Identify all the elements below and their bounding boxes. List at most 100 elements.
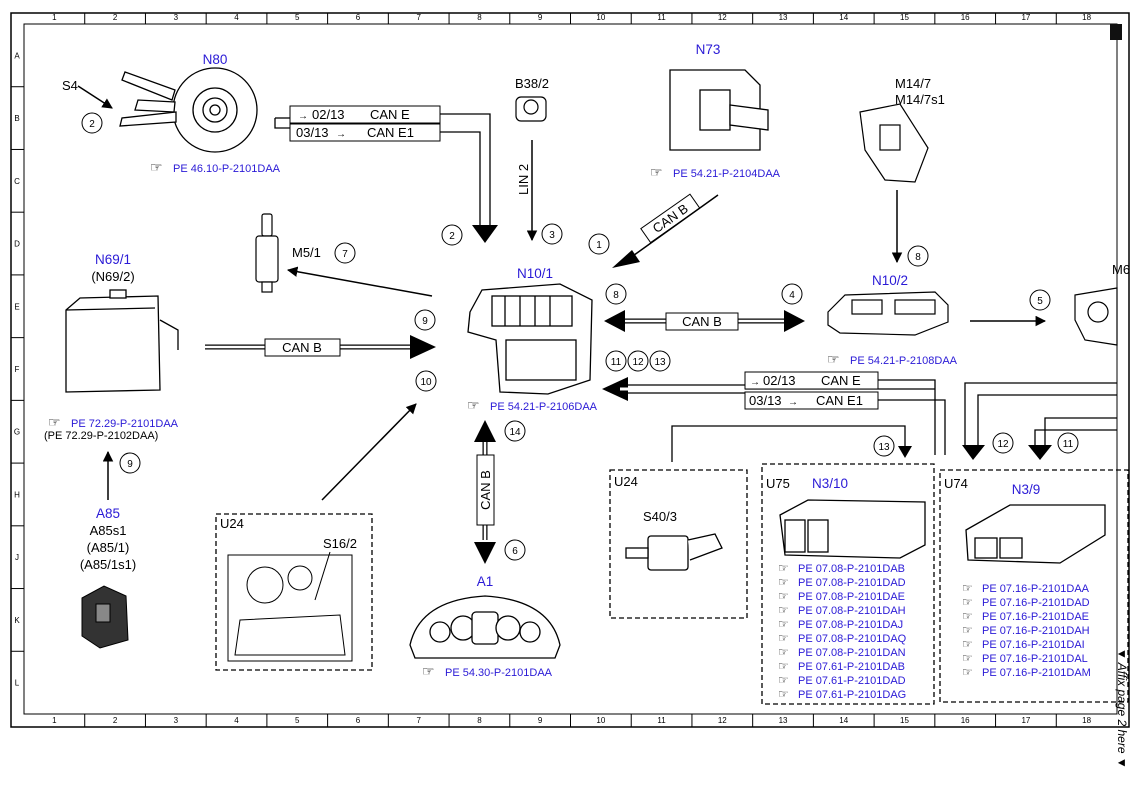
a85s1-label: A85s1	[90, 523, 127, 538]
n3-10-ref-list: ☞PE 07.08-P-2101DAB☞PE 07.08-P-2101DAD☞P…	[778, 561, 907, 701]
svg-text:13: 13	[878, 442, 890, 453]
grid-col-2-top: 2	[113, 13, 118, 22]
callout-5: 5	[1029, 289, 1051, 311]
m6-label: M6	[1112, 262, 1130, 277]
grid-row-H: H	[14, 490, 20, 499]
a1-ref: PE 54.30-P-2101DAA	[445, 667, 553, 679]
ref-hand-icon: ☞	[962, 581, 973, 595]
grid-row-K: K	[14, 616, 20, 625]
grid-col-6-bottom: 6	[356, 716, 361, 725]
u75-box	[761, 463, 935, 705]
n73-label: N73	[696, 42, 721, 57]
actuator-m5-1-icon	[255, 213, 279, 293]
grid-col-8-top: 8	[477, 13, 482, 22]
door-lock-icon	[81, 585, 129, 649]
svg-text:1: 1	[596, 240, 602, 251]
grid-rulers: 1122334455667788991010111112121313141415…	[11, 13, 1092, 727]
ref-item: PE 07.08-P-2101DAN	[798, 647, 906, 659]
ref-hand-icon: ☞	[778, 575, 789, 589]
callout-6: 6	[504, 539, 526, 561]
ref-item: PE 07.16-P-2101DAE	[982, 611, 1089, 623]
grid-col-6-top: 6	[356, 13, 361, 22]
grid-row-E: E	[14, 302, 19, 311]
can-e-top: CAN E	[370, 107, 410, 122]
grid-col-16-bottom: 16	[961, 716, 970, 725]
a85-label: A85	[96, 506, 120, 521]
grid-col-13-bottom: 13	[779, 716, 788, 725]
ref-item: PE 07.08-P-2101DAD	[798, 577, 906, 589]
grid-col-5-top: 5	[295, 13, 300, 22]
grid-row-F: F	[15, 365, 20, 374]
callout-11b: 11	[1057, 432, 1079, 454]
n69-1-ref: PE 72.29-P-2101DAA	[71, 418, 179, 430]
grid-col-7-top: 7	[416, 13, 421, 22]
s16-2-label: S16/2	[323, 536, 357, 551]
callout-9b: 9	[119, 452, 141, 474]
ref-hand-icon: ☞	[650, 164, 663, 180]
grid-col-4-top: 4	[234, 13, 239, 22]
ignition-switch-icon	[669, 69, 769, 151]
ref-item: PE 07.16-P-2101DAD	[982, 597, 1090, 609]
b38-2-label: B38/2	[515, 76, 549, 91]
svg-text:9: 9	[422, 316, 428, 327]
ref-hand-icon: ☞	[48, 414, 61, 430]
can-e1-top: CAN E1	[367, 125, 414, 140]
arrow-small-icon: →	[336, 129, 346, 140]
a85-1s1-label: (A85/1s1)	[80, 557, 136, 572]
can-e1-right: CAN E1	[816, 393, 863, 408]
steering-column-switch-icon	[119, 67, 258, 153]
lin2-label: LIN 2	[516, 164, 531, 195]
callout-12a: 12	[627, 350, 649, 372]
can-b-right: CAN B	[682, 314, 722, 329]
svg-text:8: 8	[613, 290, 619, 301]
can-b-diagonal-box: CAN B	[640, 193, 701, 244]
ref-hand-icon: ☞	[150, 159, 163, 175]
n10-2-ref: PE 54.21-P-2108DAA	[850, 355, 958, 367]
n10-1-ref: PE 54.21-P-2106DAA	[490, 401, 598, 413]
svg-text:13: 13	[654, 357, 666, 368]
n69-2-label: (N69/2)	[91, 269, 134, 284]
can-b-box-vertical	[476, 454, 495, 526]
svg-text:11: 11	[1063, 439, 1074, 450]
n3-9-label: N3/9	[1012, 482, 1041, 497]
ref-item: PE 07.16-P-2101DAH	[982, 625, 1090, 637]
ref-item: PE 07.08-P-2101DAH	[798, 605, 906, 617]
engine-ecu-n3-10-icon	[779, 499, 926, 559]
grid-col-14-bottom: 14	[839, 716, 848, 725]
can-e-right: CAN E	[821, 373, 861, 388]
ref-item: PE 07.16-P-2101DAM	[982, 667, 1091, 679]
s40-3-label: S40/3	[643, 509, 677, 524]
svg-text:12: 12	[632, 357, 644, 368]
svg-text:7: 7	[342, 249, 348, 260]
ref-hand-icon: ☞	[778, 673, 789, 687]
can-b-box-left	[264, 338, 341, 357]
n69-1-label: N69/1	[95, 252, 131, 267]
grid-col-7-bottom: 7	[416, 716, 421, 725]
engine-ecu-n3-9-icon	[965, 504, 1106, 564]
a1-label: A1	[477, 574, 494, 589]
n3-9-ref-list: ☞PE 07.16-P-2101DAA☞PE 07.16-P-2101DAD☞P…	[962, 581, 1091, 679]
can-b-box-right	[665, 312, 739, 331]
u75-label: U75	[766, 476, 790, 491]
grid-col-11-top: 11	[657, 13, 666, 22]
grid-row-B: B	[14, 114, 19, 123]
grid-col-8-bottom: 8	[477, 716, 482, 725]
ref-hand-icon: ☞	[778, 603, 789, 617]
svg-text:3: 3	[549, 230, 555, 241]
rear-sam-control-unit-icon	[827, 291, 949, 336]
callout-2a: 2	[81, 112, 103, 134]
grid-col-15-top: 15	[900, 13, 909, 22]
grid-col-18-top: 18	[1082, 13, 1091, 22]
m14-7s1-label: M14/7s1	[895, 92, 945, 107]
ref-item: PE 07.16-P-2101DAL	[982, 653, 1088, 665]
ref-hand-icon: ☞	[778, 589, 789, 603]
n69-2-ref: (PE 72.29-P-2102DAA)	[44, 430, 158, 442]
callout-4: 4	[781, 283, 803, 305]
grid-row-G: G	[14, 428, 20, 437]
callout-13b: 13	[873, 435, 895, 457]
ref-item: PE 07.61-P-2101DAB	[798, 661, 905, 673]
ref-hand-icon: ☞	[467, 397, 480, 413]
svg-text:4: 4	[789, 290, 795, 301]
n3-10-label: N3/10	[812, 476, 848, 491]
grid-row-J: J	[15, 553, 19, 562]
